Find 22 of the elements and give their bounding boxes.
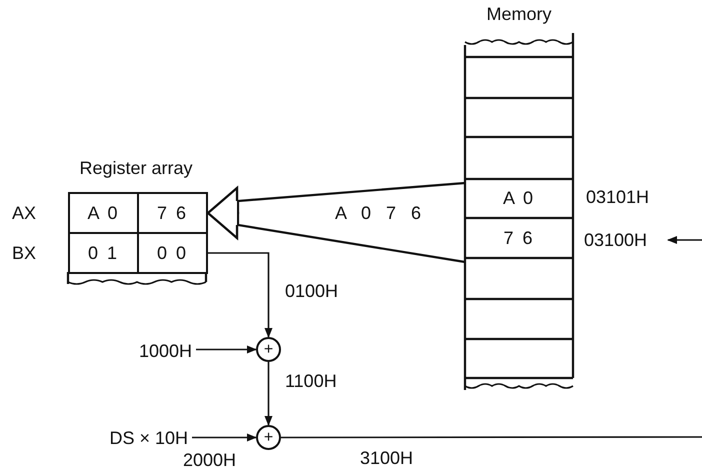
data-value-text: A 0 7 6 [335, 203, 426, 224]
adder-circle: + [256, 337, 281, 362]
arrow [667, 236, 702, 244]
heading-text: Register array [78, 158, 194, 179]
register-cell: 7 6 [137, 192, 208, 234]
address-text: 03101H [586, 187, 650, 208]
register-cell: A 0 [68, 192, 139, 234]
heading-text: Memory [485, 4, 552, 25]
value-text: 03100H [584, 228, 664, 252]
value-text: DS × 10H [70, 426, 188, 450]
register-name: BX [12, 243, 36, 264]
register-cell: 0 0 [137, 232, 208, 274]
arrow [264, 362, 272, 426]
memory-cell: 7 6 [465, 218, 573, 258]
arrow [208, 252, 272, 338]
value-text: 1000H [112, 339, 192, 363]
register-name: AX [12, 203, 36, 224]
arrow [192, 434, 257, 442]
adder-circle: + [256, 425, 281, 450]
memory-cell: A 0 [465, 179, 573, 218]
arrow [196, 346, 257, 354]
register-cell: 0 1 [68, 232, 139, 274]
